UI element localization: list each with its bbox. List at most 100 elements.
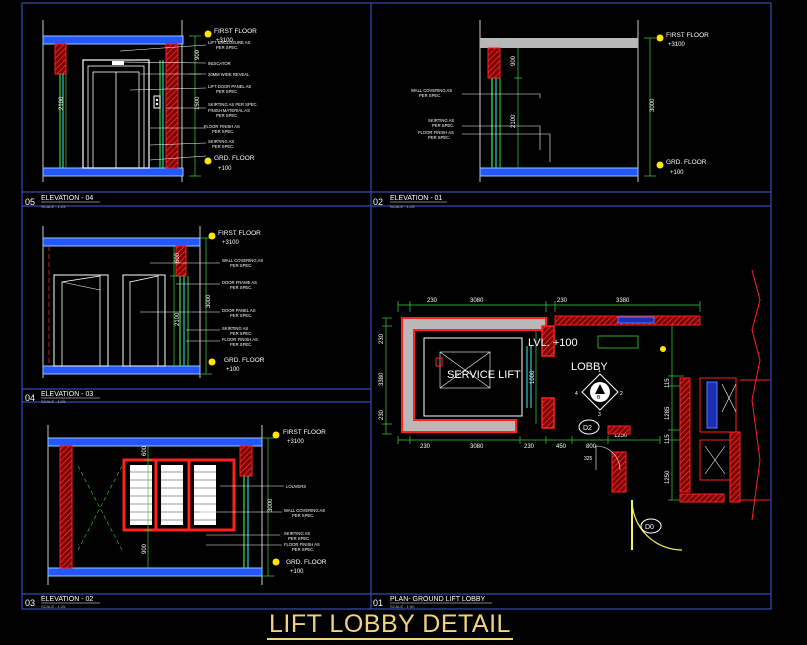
level-marker-icon	[208, 232, 216, 240]
note: WALL COVERING AS	[222, 258, 263, 263]
first-floor-level: +3100	[287, 439, 305, 445]
note: PER SPEC.	[216, 113, 238, 118]
dim-total: 3000	[206, 294, 212, 308]
lift-car	[423, 337, 523, 417]
ground-floor-label: GRD. FLOOR	[224, 357, 265, 364]
lift-shaft-wall-jamb	[541, 325, 555, 357]
note: PER SPEC.	[288, 536, 310, 541]
compass-num: 1	[598, 368, 601, 374]
dim-top: 600	[175, 252, 181, 263]
panel-number: 04	[25, 393, 35, 403]
ground-floor-level: +100	[226, 367, 240, 373]
panel-title-02: 02 ELEVATION - 01 SCALE - 1:25	[373, 195, 447, 209]
ceiling-slab	[47, 437, 263, 447]
level-marker-icon	[272, 431, 280, 439]
louver-frame	[122, 458, 236, 532]
panel-title-04: 04 ELEVATION - 03 SCALE - 1:25	[25, 391, 100, 404]
wall-left	[59, 445, 73, 569]
note: LOUVERS	[286, 484, 306, 489]
dim-right: 1250	[665, 470, 671, 484]
dim-right: 115	[665, 378, 671, 388]
floor-slab	[42, 167, 184, 177]
dim-bottom: 230	[420, 444, 431, 450]
dim-top: 600	[142, 445, 148, 456]
note: PER SPEC.	[230, 342, 252, 347]
louver-panel	[161, 465, 183, 525]
dim-top: 3380	[616, 298, 630, 304]
note: PER SPEC.	[292, 547, 314, 552]
first-floor-level: +3100	[668, 42, 686, 48]
dim-total: 2100	[59, 96, 65, 110]
dim-left: 230	[379, 409, 385, 420]
note: PER SPEC.	[432, 123, 454, 128]
floor-slab	[479, 167, 639, 177]
dim-bottom: 3080	[470, 444, 484, 450]
panel-scale: SCALE - 1:25	[41, 204, 66, 209]
level-marker-icon	[204, 157, 212, 165]
dim-left: 230	[379, 333, 385, 344]
dim-total: 3000	[650, 98, 656, 112]
first-floor-label: FIRST FLOOR	[283, 429, 326, 436]
service-lift-label: SERVICE LIFT	[447, 369, 521, 381]
panel-title: PLAN- GROUND LIFT LOBBY	[390, 596, 486, 603]
dim-lower: 900	[195, 49, 201, 60]
dim-top: 900	[511, 55, 517, 66]
louver-panel	[194, 465, 216, 525]
dim-right: 1285	[665, 406, 671, 420]
panel-scale: SCALE - 1:25	[41, 399, 66, 404]
note: PER SPEC.	[428, 135, 450, 140]
lobby-wall-bottom	[607, 425, 631, 435]
panel-scale: SCALE - 1:50	[390, 604, 415, 609]
panel-title-01: 01 PLAN- GROUND LIFT LOBBY SCALE - 1:50	[373, 596, 492, 609]
elevation-02: 600 900 3000 LOUVERS WALL COVERING AS PE…	[47, 425, 327, 585]
panel-title: ELEVATION - 04	[41, 195, 93, 202]
door-left	[53, 274, 109, 367]
compass-num: 4	[575, 391, 578, 397]
note: PER SPEC.	[230, 313, 252, 318]
dim-door: 2100	[175, 312, 181, 326]
compass-mid: B	[597, 395, 601, 401]
call-button	[153, 95, 161, 109]
note: 20MM WIDE REVEAL	[208, 72, 250, 77]
note: PER SPEC.	[230, 331, 252, 336]
lobby-label: LOBBY	[571, 361, 608, 373]
sheet-title: LIFT LOBBY DETAIL	[0, 610, 780, 640]
level-marker-icon	[656, 34, 664, 42]
panel-scale: SCALE - 1:25	[390, 204, 415, 209]
panel-frames	[21, 2, 772, 610]
level-marker-icon	[272, 558, 280, 566]
panel-number: 05	[25, 197, 35, 207]
note: PER SPEC.	[292, 513, 314, 518]
note: PER SPEC.	[212, 144, 234, 149]
dim-bottom: 450	[556, 444, 567, 450]
ground-floor-label: GRD. FLOOR	[666, 159, 707, 166]
level-marker-icon	[660, 346, 666, 352]
ceiling-slab	[480, 38, 638, 48]
panel-number: 01	[373, 598, 383, 608]
note: LIFT DOOR PANEL AS	[208, 84, 251, 89]
dim-upper: 1500	[195, 96, 201, 110]
door-swing	[595, 445, 621, 471]
dim-bottom: 900	[142, 543, 148, 554]
wall-right	[239, 445, 253, 477]
note: SKIRTING AS	[428, 118, 454, 123]
lift-shaft-wall-jamb	[541, 397, 555, 429]
note: SKIRTING AS	[208, 139, 234, 144]
dim-top: 230	[427, 298, 438, 304]
wall-left	[54, 43, 67, 75]
door-tag	[578, 419, 600, 435]
elevation-04: 2100 1500 900 LIFT ENCLOSURE AS PER SPEC…	[42, 20, 258, 182]
small-dim: 325	[584, 456, 593, 462]
panel-title: ELEVATION - 01	[390, 195, 442, 202]
panel-title-03: 03 ELEVATION - 02 SCALE - 1:25	[25, 596, 100, 609]
first-floor-label: FIRST FLOOR	[214, 28, 257, 35]
elevation-01: 900 2100 3000 WALL COVERING AS PER SPEC.…	[411, 20, 709, 182]
level-label: LVL. +100	[528, 337, 578, 349]
lobby-wall-right	[679, 377, 691, 493]
note: SKIRTING AS PER SPEC.	[208, 102, 258, 107]
dim-top: 3080	[470, 298, 484, 304]
note: FINISH MATERIAL AS	[208, 108, 250, 113]
level-marker-icon	[204, 30, 212, 38]
door-right	[122, 274, 166, 367]
